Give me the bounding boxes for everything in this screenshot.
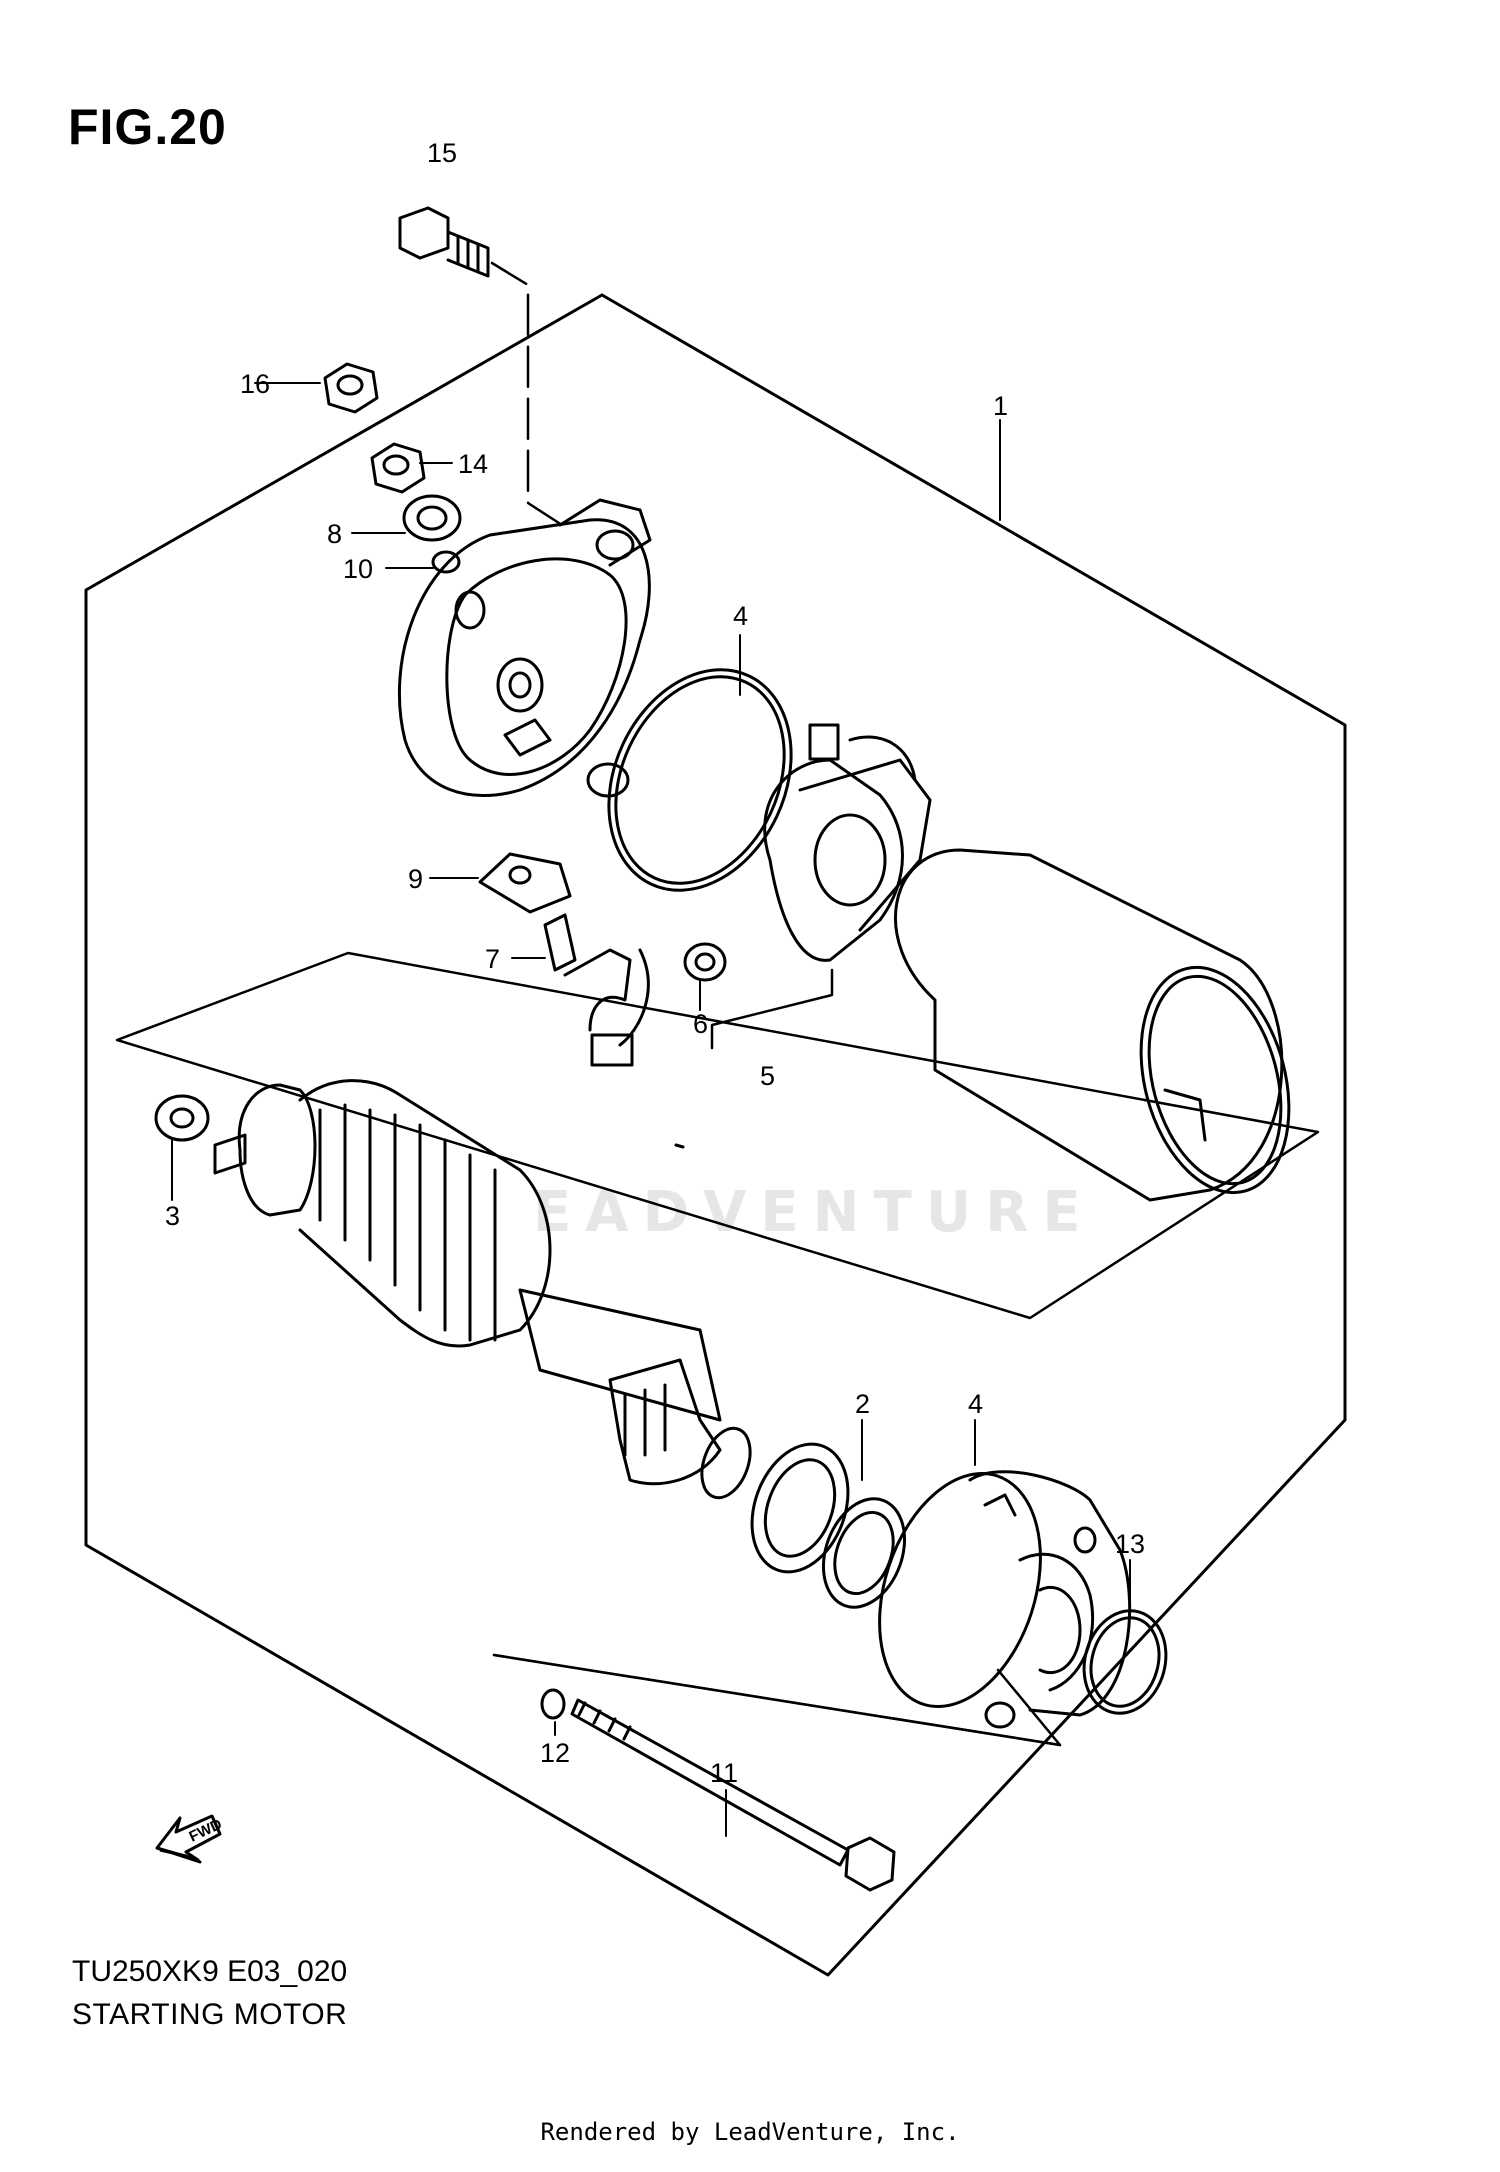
callout-4-upper: 4	[733, 601, 748, 631]
yoke-icon	[894, 848, 1291, 1202]
armature-outline	[115, 951, 1320, 1320]
callout-12: 12	[540, 1738, 570, 1768]
o-ring-12-icon	[540, 1688, 566, 1720]
fwd-arrow-icon	[155, 1814, 222, 1864]
callout-9: 9	[408, 864, 423, 894]
callout-15: 15	[427, 138, 457, 168]
washer-3-icon	[154, 1094, 210, 1142]
callout-11: 11	[710, 1758, 738, 1788]
armature-icon	[213, 1079, 722, 1486]
callout-3: 3	[165, 1201, 180, 1231]
callout-2: 2	[855, 1389, 870, 1419]
nut-14-icon	[370, 442, 426, 494]
render-credit: Rendered by LeadVenture, Inc.	[540, 2118, 960, 2146]
model-code: TU250XK9 E03_020	[72, 1955, 348, 1988]
callout-8: 8	[327, 519, 342, 549]
bolt-15-icon	[398, 206, 490, 278]
callout-10: 10	[343, 554, 373, 584]
callout-6: 6	[693, 1009, 708, 1039]
terminal-9-icon	[478, 852, 572, 914]
assembly-outline	[84, 293, 1347, 1977]
diagram-subtitle: STARTING MOTOR	[72, 1998, 348, 2031]
seal-8-icon	[402, 494, 462, 542]
nut-16-icon	[323, 362, 379, 414]
callout-14: 14	[458, 449, 488, 479]
bolt-11-icon	[570, 1698, 896, 1892]
o-ring-10-icon	[431, 550, 461, 574]
bearing-6-icon	[683, 942, 727, 982]
o-ring-4-upper-icon	[607, 668, 793, 892]
callout-5: 5	[760, 1061, 775, 1091]
callout-1: 1	[993, 391, 1008, 421]
callout-7: 7	[485, 944, 500, 974]
callout-16: 16	[240, 369, 270, 399]
brush-7-icon	[543, 913, 650, 1067]
bolt-15-leader	[490, 261, 564, 527]
circlip-icon	[700, 1426, 752, 1500]
brush-holder-5-icon	[763, 723, 932, 962]
o-ring-13-icon	[1082, 1609, 1168, 1715]
front-housing-icon	[878, 1470, 1132, 1729]
bearing-2-icon	[750, 1442, 907, 1609]
callout-4-lower: 4	[968, 1389, 983, 1419]
watermark: EADVENTURE	[533, 1180, 1095, 1245]
callout-13: 13	[1115, 1529, 1145, 1559]
figure-title: FIG.20	[68, 99, 227, 155]
rear-housing-icon	[397, 498, 652, 798]
